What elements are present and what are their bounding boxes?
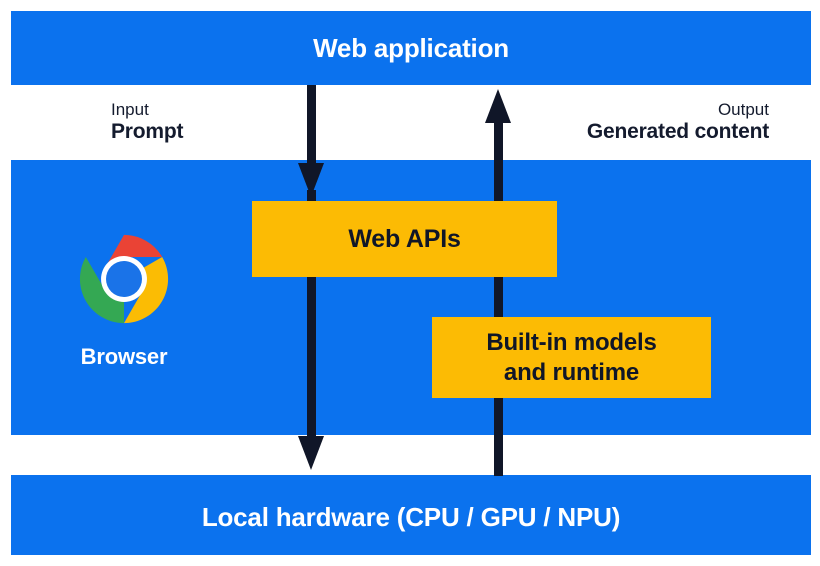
input-caption: Input Prompt [111,100,184,145]
box-web-apis[interactable]: Web APIs [252,201,557,277]
browser-label: Browser [80,344,168,369]
band-local-hardware: Local hardware (CPU / GPU / NPU) [11,475,811,555]
builtin-models-line2: and runtime [503,358,640,386]
chrome-logo [79,234,169,324]
output-value: Generated content [586,120,769,144]
down-arrow-icon-lower [298,436,324,470]
local-hardware-label: Local hardware (CPU / GPU / NPU) [201,502,621,532]
web-apis-label: Web APIs [348,224,461,253]
input-arrow-shaft-lower [307,190,316,440]
builtin-models-label: Built-in models and runtime [486,328,657,387]
output-arrow-shaft [494,120,503,476]
output-kicker: Output [717,100,769,119]
box-builtin-models[interactable]: Built-in models and runtime [432,317,711,398]
builtin-models-line1: Built-in models [486,329,657,357]
input-value: Prompt [111,120,184,144]
band-web-application: Web application [11,11,811,85]
output-caption: Output Generated content [587,100,769,145]
up-arrow-icon [485,89,511,123]
input-arrow-shaft-upper [307,85,316,167]
web-application-label: Web application [313,33,509,63]
input-kicker: Input [111,100,149,119]
